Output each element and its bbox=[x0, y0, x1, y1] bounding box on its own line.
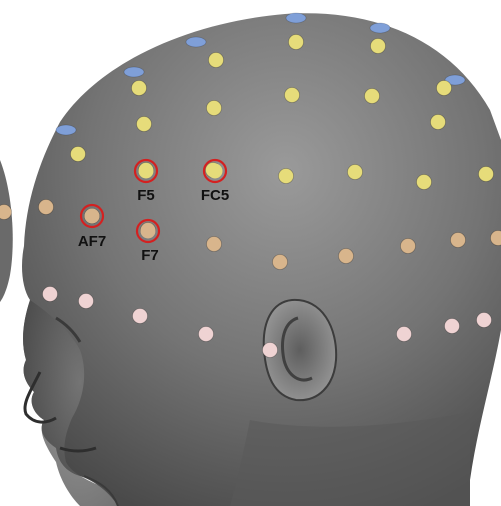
electrode-dot-middle-4 bbox=[207, 237, 222, 252]
electrode-label-f5: F5 bbox=[137, 187, 155, 204]
electrode-dot-upper-1 bbox=[209, 53, 224, 68]
adjacent-head-edge bbox=[0, 160, 13, 302]
electrode-dot-f7 bbox=[141, 224, 156, 239]
electrode-label-f7: F7 bbox=[141, 247, 159, 264]
electrode-dot-af7 bbox=[85, 209, 100, 224]
electrode-dot-middle-7 bbox=[401, 239, 416, 254]
electrode-dot-top-1 bbox=[124, 67, 144, 77]
electrode-label-af7: AF7 bbox=[78, 233, 106, 250]
electrode-dot-middle-8 bbox=[451, 233, 466, 248]
electrode-dot-upper-4 bbox=[437, 81, 452, 96]
electrode-dot-upper-14 bbox=[348, 165, 363, 180]
electrode-dot-upper-2 bbox=[289, 35, 304, 50]
electrode-dot-upper-6 bbox=[207, 101, 222, 116]
electrode-dot-top-0 bbox=[56, 125, 76, 135]
electrode-dot-fc5 bbox=[208, 164, 223, 179]
electrode-dot-upper-5 bbox=[137, 117, 152, 132]
electrode-dot-top-3 bbox=[286, 13, 306, 23]
electrode-dot-lower-2 bbox=[133, 309, 148, 324]
electrode-dot-lower-6 bbox=[445, 319, 460, 334]
electrode-dot-lower-3 bbox=[199, 327, 214, 342]
electrode-dot-lower-1 bbox=[79, 294, 94, 309]
electrode-dot-lower-0 bbox=[43, 287, 58, 302]
electrode-dot-middle-6 bbox=[339, 249, 354, 264]
electrode-dot-middle-5 bbox=[273, 255, 288, 270]
electrode-dot-upper-15 bbox=[417, 175, 432, 190]
electrode-dot-lower-4 bbox=[263, 343, 278, 358]
electrode-dot-middle-0 bbox=[0, 205, 12, 220]
electrode-dot-middle-1 bbox=[39, 200, 54, 215]
electrode-dot-lower-7 bbox=[477, 313, 492, 328]
electrode-dot-upper-8 bbox=[365, 89, 380, 104]
electrode-dot-f5 bbox=[139, 164, 154, 179]
electrode-dot-upper-13 bbox=[279, 169, 294, 184]
electrode-dot-upper-16 bbox=[479, 167, 494, 182]
electrode-dot-top-4 bbox=[370, 23, 390, 33]
electrode-dot-upper-3 bbox=[371, 39, 386, 54]
electrode-dot-upper-7 bbox=[285, 88, 300, 103]
electrode-dot-lower-5 bbox=[397, 327, 412, 342]
electrode-label-fc5: FC5 bbox=[201, 187, 229, 204]
electrode-dot-upper-9 bbox=[431, 115, 446, 130]
electrode-dot-upper-0 bbox=[132, 81, 147, 96]
electrode-dot-upper-10 bbox=[71, 147, 86, 162]
electrode-dot-top-2 bbox=[186, 37, 206, 47]
